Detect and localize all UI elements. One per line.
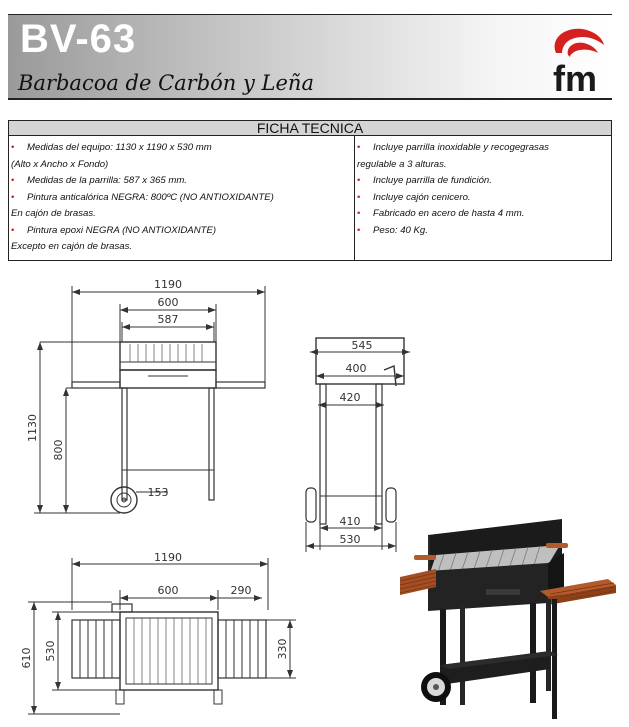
top-dim-total-width: 1190: [154, 551, 182, 564]
top-dim-side-table: 290: [231, 584, 252, 597]
spec-text: Incluye cajón cenicero.: [373, 191, 471, 203]
right-spec-line: regulable a 3 alturas.: [355, 157, 611, 174]
bullet-icon: •: [11, 175, 15, 186]
bullet-icon: •: [11, 191, 15, 203]
spec-sheet-title: FICHA TECNICA: [9, 121, 611, 136]
front-dim-table-height: 800: [52, 440, 65, 461]
side-dim-top-depth: 545: [352, 339, 373, 352]
right-spec-line: • Incluye cajón cenicero.: [355, 190, 611, 207]
front-dim-total-height: 1130: [26, 414, 39, 442]
product-header: BV-63 Barbacoa de Carbón y Leña fm: [8, 14, 612, 100]
top-dim-total-depth: 610: [20, 648, 33, 669]
spec-text: Incluye parrilla de fundición.: [373, 175, 492, 186]
front-dim-total-width: 1190: [154, 278, 182, 291]
left-spec-line: (Alto x Ancho x Fondo): [9, 157, 354, 174]
bullet-icon: •: [357, 224, 361, 236]
front-dim-box-width: 600: [158, 296, 179, 309]
spec-text: Pintura epoxi NEGRA (NO ANTIOXIDANTE): [27, 224, 217, 236]
right-spec-line: • Peso: 40 Kg.: [355, 223, 611, 240]
spec-text: Medidas de la parrilla: 587 x 365 mm.: [27, 175, 187, 186]
bullet-icon: •: [357, 191, 361, 203]
top-dim-table-depth: 330: [276, 639, 289, 660]
side-dim-grill-depth: 420: [340, 391, 361, 404]
spec-text: Excepto en cajón de brasas.: [11, 241, 133, 252]
bullet-icon: •: [357, 175, 361, 186]
fm-logo-icon: fm: [553, 28, 604, 95]
barbecue-product-image: [399, 519, 616, 719]
right-spec-line: • Incluye parrilla inoxidable y recogegra…: [355, 140, 611, 157]
bullet-icon: •: [357, 208, 361, 219]
spec-text: En cajón de brasas.: [11, 208, 96, 219]
left-spec-line: En cajón de brasas.: [9, 206, 354, 223]
front-dim-grill-width: 587: [158, 313, 179, 326]
right-spec-line: • Fabricado en acero de hasta 4 mm.: [355, 206, 611, 223]
top-dim-box-width: 600: [158, 584, 179, 597]
spec-text: Medidas del equipo: 1130 x 1190 x 530 mm: [27, 142, 212, 153]
left-spec-line: • Medidas del equipo: 1130 x 1190 x 530 m…: [9, 140, 354, 157]
top-dim-box-depth: 530: [44, 641, 57, 662]
spec-text: (Alto x Ancho x Fondo): [11, 158, 109, 170]
spec-column-right: • Incluye parrilla inoxidable y recogegra…: [355, 136, 611, 261]
right-spec-line: • Incluye parrilla de fundición.: [355, 173, 611, 190]
left-spec-line: • Medidas de la parrilla: 587 x 365 mm.: [9, 173, 354, 190]
bullet-icon: •: [11, 224, 15, 236]
side-dim-box-depth: 400: [346, 362, 367, 375]
model-title: BV-63: [20, 17, 137, 61]
spec-text: Pintura anticalórica NEGRA: 800ºC (NO AN…: [27, 191, 274, 203]
logo-text: fm: [553, 58, 597, 95]
front-view-drawing: 1190 600 587 1130 800 153: [26, 278, 266, 514]
left-spec-line: • Pintura anticalórica NEGRA: 800ºC (NO A…: [9, 190, 354, 207]
side-dim-leg-spacing: 410: [340, 515, 361, 528]
spec-column-left: • Medidas del equipo: 1130 x 1190 x 530 m…: [9, 136, 355, 261]
spec-text: Peso: 40 Kg.: [373, 224, 428, 236]
bullet-icon: •: [357, 142, 361, 153]
front-dim-wheel: 153: [148, 486, 169, 499]
spec-sheet: FICHA TECNICA • Medidas del equipo: 1130 …: [8, 120, 612, 261]
left-spec-line: • Pintura epoxi NEGRA (NO ANTIOXIDANTE): [9, 223, 354, 240]
top-view-drawing: 1190 600 290 610 530 330: [20, 551, 296, 715]
product-subtitle: Barbacoa de Carbón y Leña: [18, 71, 314, 95]
bullet-icon: •: [11, 142, 15, 153]
spec-text: Incluye parrilla inoxidable y recogegras…: [373, 142, 549, 153]
side-view-drawing: 545 400 420 410 530: [305, 337, 410, 552]
spec-text: Fabricado en acero de hasta 4 mm.: [373, 208, 525, 219]
spec-text: regulable a 3 alturas.: [357, 158, 447, 170]
side-dim-total-depth: 530: [340, 533, 361, 546]
left-spec-line: Excepto en cajón de brasas.: [9, 239, 354, 256]
